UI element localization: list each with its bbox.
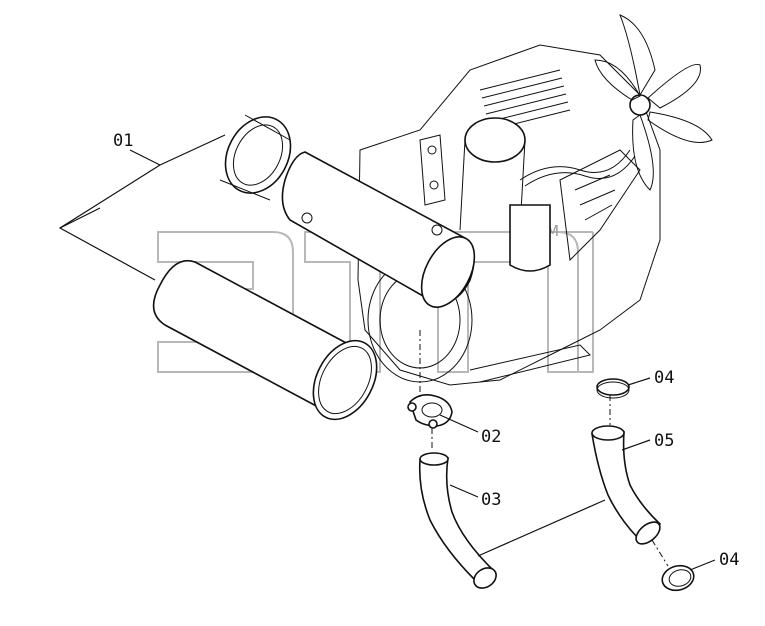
label-01: 01: [113, 131, 133, 151]
label-05: 05: [654, 431, 674, 451]
clamp-ring-top: [596, 378, 630, 399]
exhaust-clamp: [407, 394, 453, 429]
leader-lines: [58, 134, 716, 571]
part-labels: 01 02 03 04 05 04: [113, 131, 739, 570]
cooling-fan: [594, 14, 713, 191]
clamp-ring-bottom: [661, 564, 695, 592]
tail-pipe-05: [591, 425, 662, 545]
muffler-assembly: [152, 114, 476, 421]
label-04-top: 04: [654, 368, 674, 388]
exhaust-pipe-03: [418, 452, 497, 589]
label-04-bottom: 04: [719, 550, 739, 570]
engine-assembly: [357, 44, 661, 386]
label-03: 03: [481, 490, 501, 510]
label-02: 02: [481, 427, 501, 447]
